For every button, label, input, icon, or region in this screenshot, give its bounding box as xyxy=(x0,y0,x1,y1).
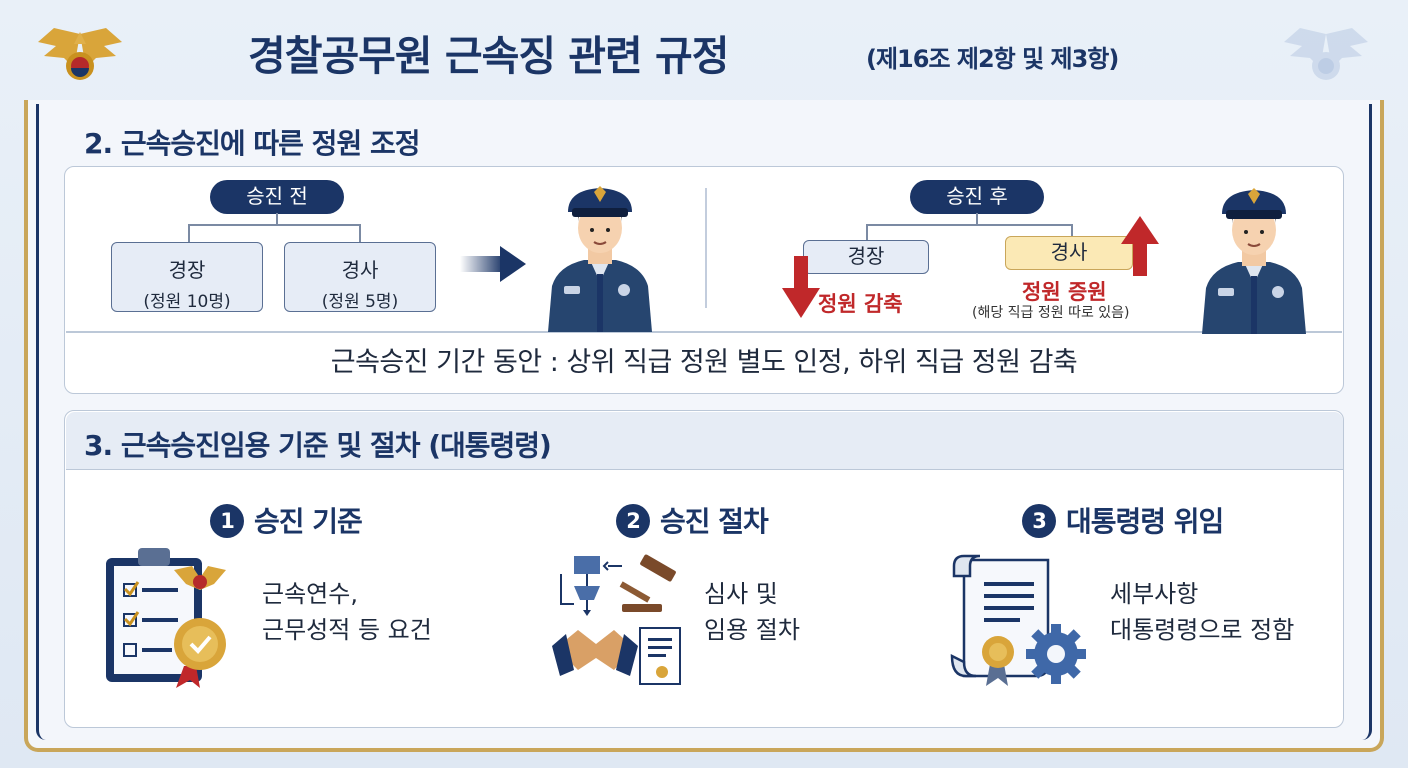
step-title-text: 승진 절차 xyxy=(660,505,769,538)
step-desc-line: 대통령령으로 정함 xyxy=(1110,616,1295,644)
panel-vertical-divider xyxy=(705,188,707,308)
upper-effect-text: 정원 증원 xyxy=(1022,280,1107,304)
section3-heading: 3. 근속승진임용 기준 및 절차 (대통령령) xyxy=(84,429,552,462)
step-3-title: 3 대통령령 위임 xyxy=(1022,500,1224,540)
before-connector-h xyxy=(188,224,360,226)
after-connector-stem xyxy=(976,213,978,224)
before-connector-stem xyxy=(276,213,278,224)
content-frame-inner xyxy=(36,104,1372,740)
section2-divider xyxy=(66,331,1342,333)
police-officer-icon xyxy=(1202,188,1306,334)
before-label: 승진 전 xyxy=(210,180,344,214)
lower-effect-text: 정원 감축 xyxy=(818,292,903,316)
page-subtitle: (제16조 제2항 및 제3항) xyxy=(866,45,1119,73)
before-rank-box-1: 경장 (정원 10명) xyxy=(111,242,263,312)
step-number-badge: 2 xyxy=(616,504,650,538)
step-1-description: 근속연수, 근무성적 등 요건 xyxy=(262,576,432,648)
step-1-title: 1 승진 기준 xyxy=(210,500,363,540)
step-number-badge: 1 xyxy=(210,504,244,538)
after-connector-v2 xyxy=(1071,224,1073,240)
upper-effect-note: (해당 직급 정원 따로 있음) xyxy=(972,305,1130,321)
after-lower-rank-box: 경장 xyxy=(803,240,929,274)
step-desc-line: 임용 절차 xyxy=(704,616,800,644)
arrow-right-icon xyxy=(460,246,526,282)
checklist-clipboard-icon xyxy=(106,548,226,688)
after-connector-h xyxy=(866,224,1072,226)
page-title: 경찰공무원 근속징 관련 규정 xyxy=(248,32,729,80)
after-upper-rank-box: 경사 xyxy=(1005,236,1133,270)
police-officer-icon xyxy=(548,186,652,332)
quota-label: (정원 5명) xyxy=(321,292,399,312)
rank-label: 경사 xyxy=(341,258,379,282)
procedure-flowchart-gavel-icon xyxy=(552,554,681,685)
before-connector-v2 xyxy=(359,224,361,242)
rank-label: 경장 xyxy=(847,244,885,268)
quota-label: (정원 10명) xyxy=(143,292,231,312)
before-connector-v1 xyxy=(188,224,190,242)
step-desc-line: 근속연수, xyxy=(262,580,358,608)
step-title-text: 대통령령 위임 xyxy=(1066,505,1224,538)
step-3-description: 세부사항 대통령령으로 정함 xyxy=(1110,576,1294,648)
arrow-up-red-icon xyxy=(1121,216,1159,276)
step-title-text: 승진 기준 xyxy=(254,505,363,538)
after-connector-v1 xyxy=(866,224,868,240)
step-2-description: 심사 및 임용 절차 xyxy=(704,576,800,648)
rank-label: 경장 xyxy=(168,258,206,282)
section3-header-band xyxy=(65,411,1343,470)
section2-summary: 근속승진 기간 동안 : 상위 직급 정원 별도 인정, 하위 직급 정원 감축 xyxy=(330,347,1078,378)
after-label: 승진 후 xyxy=(910,180,1044,214)
step-2-title: 2 승진 절차 xyxy=(616,500,769,540)
police-emblem-icon xyxy=(38,28,122,80)
step-desc-line: 근무성적 등 요건 xyxy=(262,616,432,644)
step-number-badge: 3 xyxy=(1022,504,1056,538)
decree-scroll-gear-icon xyxy=(950,554,1086,686)
header: 경찰공무원 근속징 관련 규정 (제16조 제2항 및 제3항) xyxy=(0,0,1408,100)
arrow-down-red-icon xyxy=(782,256,820,318)
step-desc-line: 세부사항 xyxy=(1110,580,1199,608)
step-desc-line: 심사 및 xyxy=(704,580,778,608)
before-rank-box-2: 경사 (정원 5명) xyxy=(284,242,436,312)
section2-heading: 2. 근속승진에 따른 정원 조정 xyxy=(84,127,420,160)
rank-label: 경사 xyxy=(1050,240,1088,264)
police-emblem-watermark-icon xyxy=(1284,28,1368,80)
